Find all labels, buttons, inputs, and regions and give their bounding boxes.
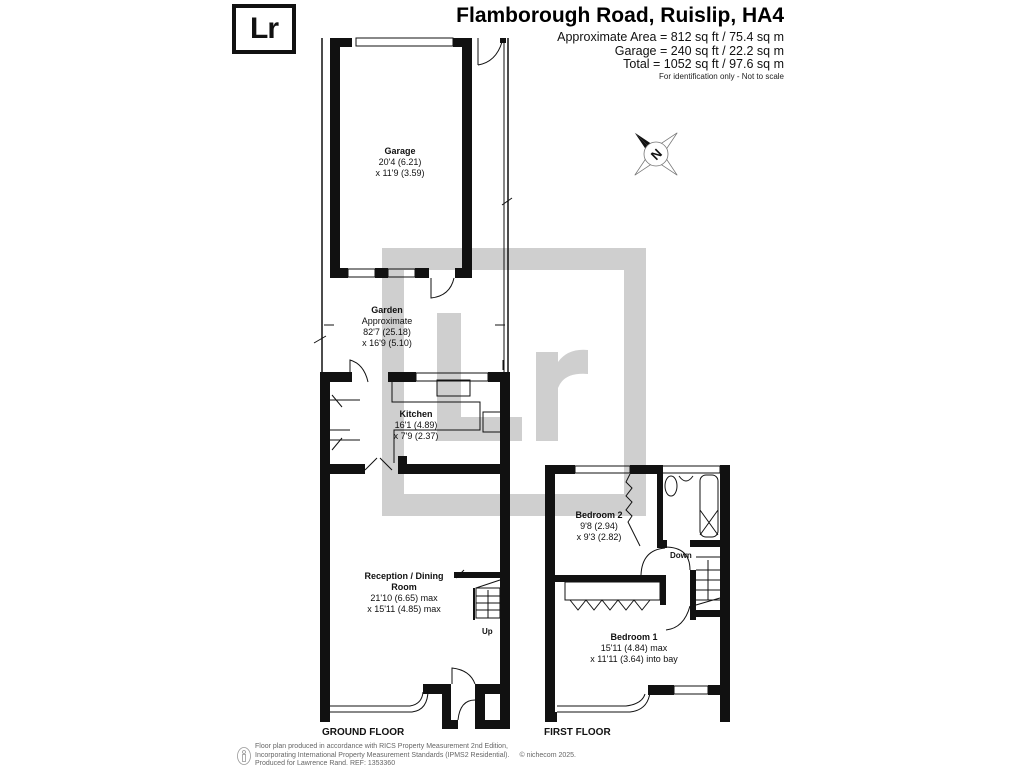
room-reception-dining: Reception / Dining Room 21'10 (6.65) max… [364,571,443,615]
watermark-logo [382,248,646,516]
room-dimension: Approximate [361,316,413,326]
room-name: Kitchen [399,409,433,419]
room-dimension: x 11'11 (3.64) into bay [590,654,678,664]
room-dimension: 82'7 (25.18) [363,327,411,337]
footer-text: Floor plan produced in accordance with R… [255,743,509,769]
scale-disclaimer: For identification only - Not to scale [659,72,784,81]
room-dimension: x 11'9 (3.59) [375,168,425,178]
room-dimension: x 15'11 (4.85) max [367,604,441,614]
total-area: Total = 1052 sq ft / 97.6 sq m [623,57,784,71]
room-garden: Garden Approximate 82'7 (25.18) x 16'9 (… [362,305,413,349]
room-name: Bedroom 1 [610,632,658,642]
room-dimension: x 9'3 (2.82) [576,532,622,542]
person-icon [237,746,251,765]
room-name: Bedroom 2 [575,510,623,520]
room-name: Garage [384,146,416,156]
property-title: Flamborough Road, Ruislip, HA4 [456,4,784,27]
room-name: Garden [371,305,403,315]
garage-area: Garage = 240 sq ft / 22.2 sq m [614,44,784,58]
room-bedroom-1: Bedroom 1 15'11 (4.84) max x 11'11 (3.64… [590,632,677,665]
room-bedroom-2: Bedroom 2 9'8 (2.94) x 9'3 (2.82) [575,510,622,543]
first-floor-label: FIRST FLOOR [544,727,611,738]
footer-line: Floor plan produced in accordance with R… [255,743,508,750]
room-dimension: x 7'9 (2.37) [393,431,439,441]
room-kitchen: Kitchen 16'1 (4.89) x 7'9 (2.37) [394,409,439,442]
footer-line: Incorporating International Property Mea… [255,751,510,759]
stairs-up-label: Up [482,627,493,636]
room-dimension: 9'8 (2.94) [580,521,618,531]
stairs-down-label: Down [670,551,692,560]
footer: Floor plan produced in accordance with R… [237,743,576,769]
room-name-line2: Room [391,582,417,592]
room-dimension: 15'11 (4.84) max [600,643,668,653]
room-dimension: 16'1 (4.89) [394,420,438,430]
compass-icon [634,132,678,176]
room-dimension: 20'4 (6.21) [378,157,422,167]
room-dimension: x 16'9 (5.10) [362,338,412,348]
agency-logo: Lr [232,4,296,54]
room-name: Reception / Dining [364,571,444,581]
room-garage: Garage 20'4 (6.21) x 11'9 (3.59) [375,146,424,179]
room-dimension: 21'10 (6.65) max [370,593,438,603]
ground-floor-label: GROUND FLOOR [322,727,405,738]
copyright: © nichecom 2025. [519,752,576,760]
footer-line: Produced for Lawrence Rand. REF: 1353360 [255,760,396,767]
approximate-area: Approximate Area = 812 sq ft / 75.4 sq m [557,30,784,44]
